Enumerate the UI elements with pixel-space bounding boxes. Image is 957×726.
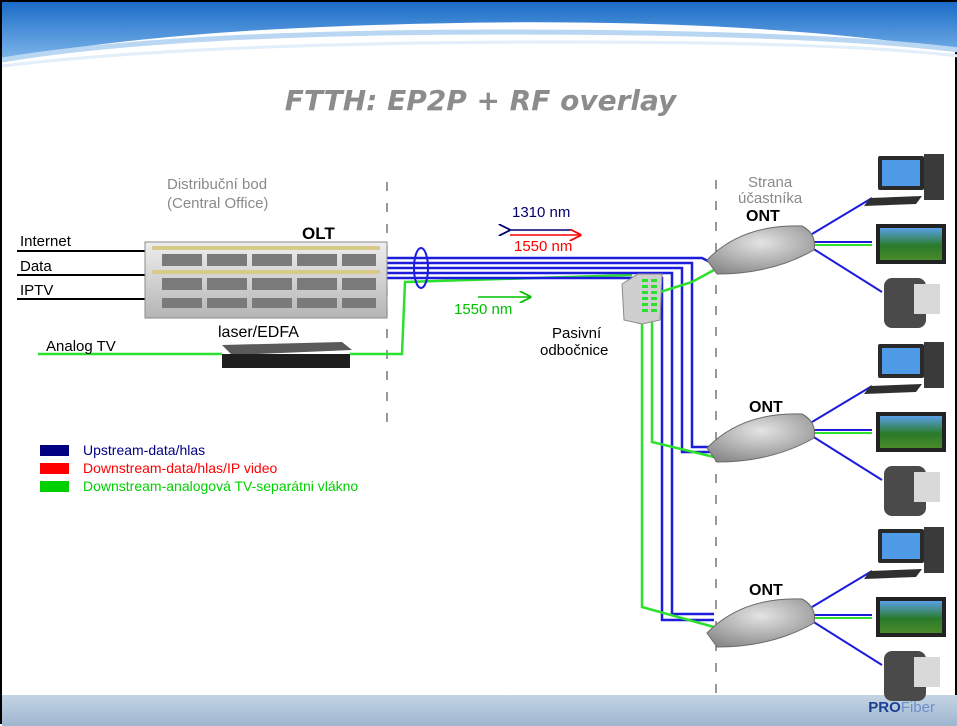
logo-fiber: Fiber xyxy=(900,699,935,716)
header-swoosh xyxy=(2,2,957,68)
logo-pro: PRO xyxy=(868,699,901,716)
downstream-wavelength: 1550 nm xyxy=(514,238,573,255)
legend-label-upstream: Upstream-data/hlas xyxy=(83,442,206,458)
splitter-device xyxy=(621,273,663,325)
internet-label: Internet xyxy=(20,233,71,250)
laser-edfa-device xyxy=(222,342,352,368)
analog-wavelength: 1550 nm xyxy=(454,301,513,318)
distribution-label-line1: Distribuční bod xyxy=(167,176,268,193)
analog-branches xyxy=(640,268,715,629)
fiber-bundle xyxy=(413,247,429,289)
trunk-fibers xyxy=(387,256,715,622)
legend-label-downstream: Downstream-data/hlas/IP video xyxy=(83,460,278,476)
ont-device-1 xyxy=(706,225,815,275)
splitter-label-line1: Pasivní xyxy=(552,325,602,342)
ont-label-2: ONT xyxy=(749,399,783,416)
slide-title: FTTH: EP2P + RF overlay xyxy=(284,84,677,117)
legend-analog: Downstream-analogová TV-separátni vlákno xyxy=(40,478,359,494)
olt-label: OLT xyxy=(302,224,335,243)
ont-label-1: ONT xyxy=(746,208,780,225)
legend-label-analog: Downstream-analogová TV-separátni vlákno xyxy=(83,478,359,494)
analog-tv-label: Analog TV xyxy=(46,338,116,355)
distribution-label-line2: (Central Office) xyxy=(167,195,269,212)
olt-device xyxy=(144,241,388,319)
ont-label-3: ONT xyxy=(749,582,783,599)
subscriber-label-line1: Strana xyxy=(748,174,793,191)
laser-edfa-label: laser/EDFA xyxy=(218,324,299,341)
footer-bar xyxy=(2,695,957,726)
legend-swatch-analog xyxy=(40,480,69,492)
legend-upstream: Upstream-data/hlas xyxy=(40,442,206,458)
subscriber-group-1 xyxy=(706,154,946,328)
legend-downstream: Downstream-data/hlas/IP video xyxy=(40,460,278,476)
data-label: Data xyxy=(20,258,52,275)
upstream-wavelength: 1310 nm xyxy=(512,204,571,221)
splitter-label-line2: odbočnice xyxy=(540,342,609,359)
legend-swatch-upstream xyxy=(40,444,69,456)
legend-swatch-downstream xyxy=(40,462,69,474)
iptv-label: IPTV xyxy=(20,282,54,299)
profiber-logo: PROFiber xyxy=(868,699,935,716)
subscriber-label-line2: účastníka xyxy=(738,190,803,207)
